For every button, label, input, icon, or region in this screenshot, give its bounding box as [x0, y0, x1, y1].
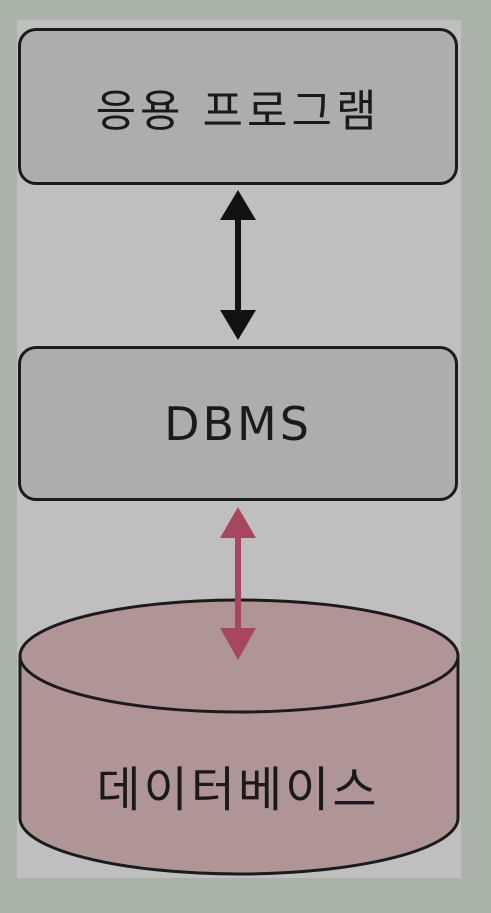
database-label: 데이터베이스: [96, 762, 380, 818]
application-label: 응용 프로그램: [95, 85, 381, 137]
dbms-database-arrow: [220, 507, 256, 660]
database-cylinder-body: [18, 654, 460, 876]
dbms-database-arrowhead-up: [220, 507, 256, 538]
app-dbms-arrowhead-up: [220, 190, 256, 220]
dbms-box: DBMS: [18, 346, 458, 501]
dbms-label: DBMS: [164, 396, 312, 451]
app-dbms-arrowhead-down: [220, 310, 256, 340]
application-box: 응용 프로그램: [18, 28, 458, 185]
dbms-database-arrowhead-down: [220, 628, 256, 660]
app-dbms-arrow: [220, 190, 256, 340]
